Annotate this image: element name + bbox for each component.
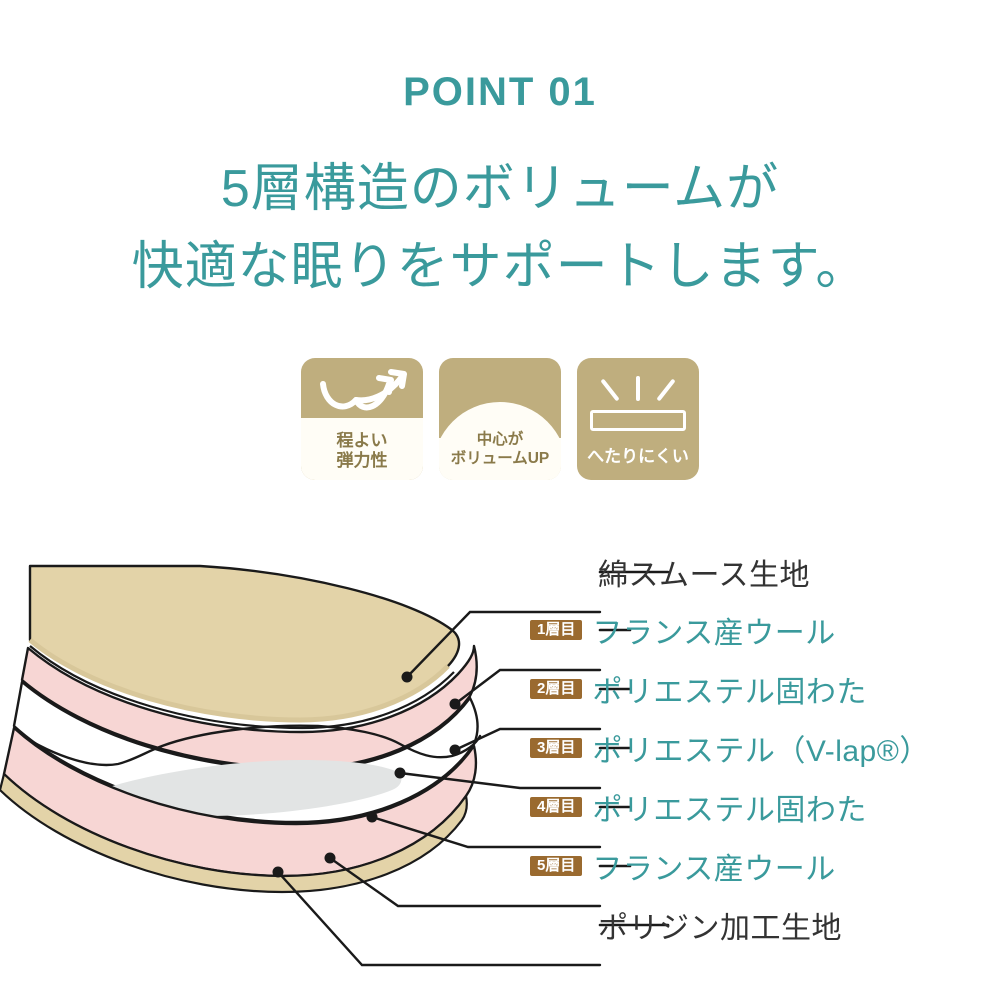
mattress-cross-section-diagram — [0, 520, 1000, 1000]
badge-elasticity: 程よい 弾力性 — [301, 358, 423, 480]
badge-durability-line1: へたりにくい — [587, 446, 689, 466]
badge-volume-up-line1: 中心が — [476, 431, 524, 449]
label-connector-dashes — [598, 570, 670, 927]
feature-badge-group: 程よい 弾力性 中心が ボリュームUP へたりにくい — [0, 358, 1000, 480]
dome-mound-icon — [439, 358, 561, 480]
badge-elasticity-line2: 弾力性 — [336, 450, 388, 470]
headline-line-2: 快適な眠りをサポートします。 — [131, 238, 869, 296]
leader-lines — [272, 610, 602, 967]
badge-elasticity-line1: 程よい — [336, 430, 388, 450]
bounce-arrows-icon — [301, 358, 423, 480]
point-label: POINT 01 — [403, 70, 597, 114]
badge-volume-up: 中心が ボリュームUP — [439, 358, 561, 480]
badge-volume-up-line2: ボリュームUP — [450, 449, 550, 467]
layer-3-vlap-insert — [101, 760, 402, 816]
badge-elasticity-text: 程よい 弾力性 — [301, 431, 423, 471]
badge-durability: へたりにくい — [577, 358, 699, 480]
layer-top-wool — [28, 564, 461, 730]
mattress-rays-icon — [577, 358, 699, 480]
badge-durability-text: へたりにくい — [577, 447, 699, 467]
layer-5-bottom-fabric — [0, 772, 468, 894]
page-title: 5層構造のボリュームが 快適な眠りをサポートします。 — [0, 150, 1000, 306]
layer-3-contour — [14, 724, 482, 767]
badge-volume-up-text: 中心が ボリュームUP — [439, 431, 561, 468]
headline-line-1: 5層構造のボリュームが — [220, 160, 780, 218]
badge-panel — [301, 418, 423, 480]
